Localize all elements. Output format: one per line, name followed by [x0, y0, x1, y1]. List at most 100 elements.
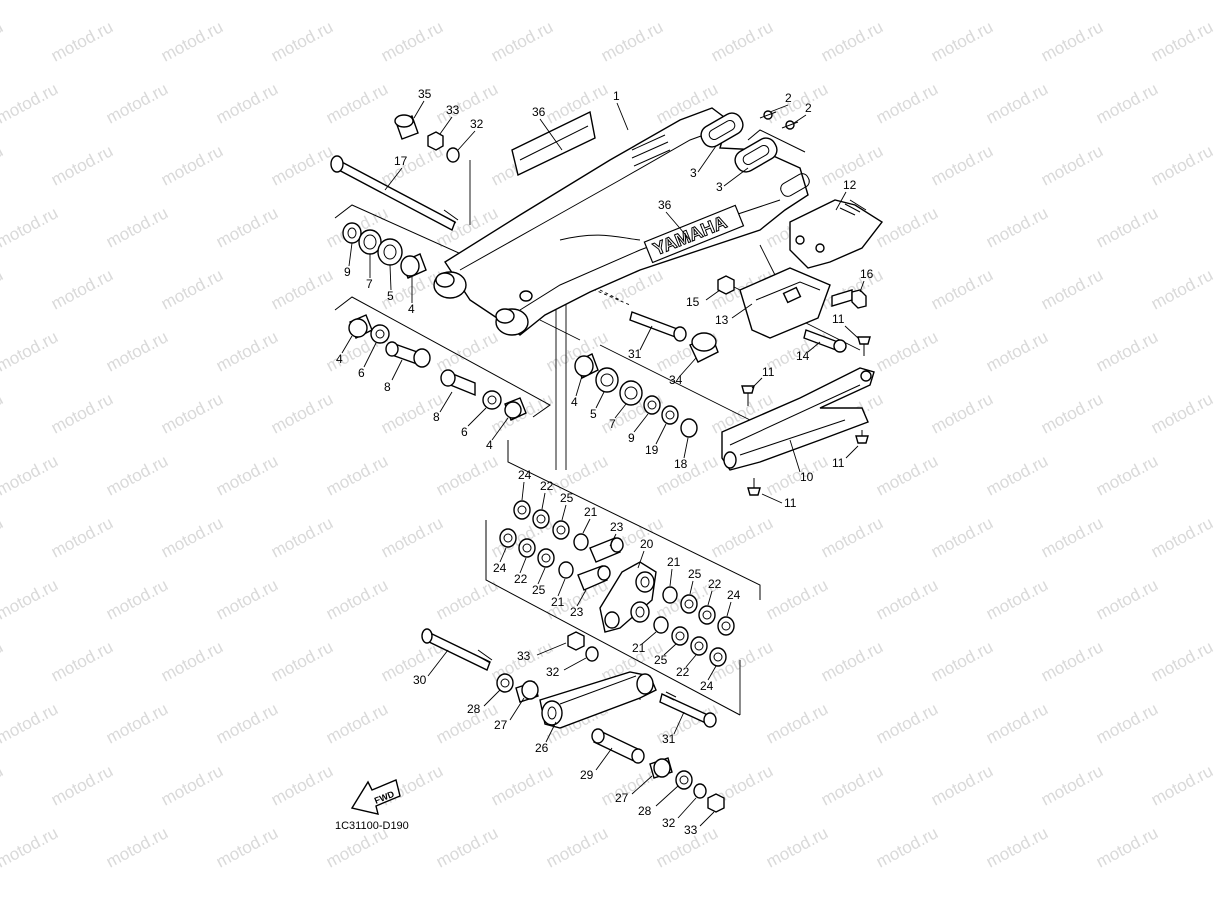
watermark-text: motod.ru	[1148, 265, 1216, 313]
relay-bearing-set-lower	[499, 528, 611, 591]
watermark-text: motod.ru	[158, 637, 226, 685]
watermark-text: motod.ru	[1093, 79, 1161, 127]
callout-8: 8	[384, 380, 391, 394]
bearing-stack-upper-left	[342, 222, 427, 279]
watermark-text: motod.ru	[213, 79, 281, 127]
watermark-text: motod.ru	[543, 823, 611, 871]
callout-31: 31	[662, 732, 676, 746]
chain-guide-bracket	[739, 267, 831, 339]
watermark-text: motod.ru	[158, 389, 226, 437]
relay-arm	[599, 561, 657, 633]
watermark-text: motod.ru	[0, 17, 6, 65]
callout-11: 11	[832, 456, 845, 470]
callout-5: 5	[590, 407, 597, 421]
watermark-text: motod.ru	[103, 79, 171, 127]
bolt-31-lower	[659, 691, 717, 728]
callout-32: 32	[662, 816, 676, 830]
watermark-text: motod.ru	[268, 265, 336, 313]
callout-8: 8	[433, 410, 440, 424]
callout-34: 34	[669, 373, 683, 387]
watermark-text: motod.ru	[983, 79, 1051, 127]
watermark-text: motod.ru	[1148, 637, 1216, 685]
watermark-text: motod.ru	[1148, 513, 1216, 561]
callout-28: 28	[638, 804, 652, 818]
callout-27: 27	[494, 718, 508, 732]
callout-4: 4	[571, 395, 578, 409]
relay-bearing-set-right-upper	[662, 586, 735, 636]
callout-24: 24	[700, 679, 714, 693]
callout-27: 27	[615, 791, 629, 805]
relay-bearing-set-upper	[513, 500, 624, 563]
watermark-text: motod.ru	[1038, 513, 1106, 561]
callout-1: 1	[613, 89, 620, 103]
watermark-text: motod.ru	[158, 761, 226, 809]
callout-24: 24	[518, 468, 532, 482]
callout-29: 29	[580, 768, 594, 782]
watermark-text: motod.ru	[433, 79, 501, 127]
watermark-text: motod.ru	[323, 575, 391, 623]
watermark-text: motod.ru	[213, 0, 281, 4]
callout-9: 9	[344, 265, 351, 279]
nut-washer-lower	[567, 631, 599, 662]
callout-3: 3	[690, 166, 697, 180]
watermark-text: motod.ru	[0, 451, 61, 499]
watermark-text: motod.ru	[818, 513, 886, 561]
swingarm: YAMAHA	[433, 107, 809, 336]
watermark-text: motod.ru	[873, 327, 941, 375]
watermark-text: motod.ru	[268, 141, 336, 189]
bolts-2	[759, 110, 799, 130]
watermark-text: motod.ru	[763, 699, 831, 747]
watermark-text: motod.ru	[48, 141, 116, 189]
callout-26: 26	[535, 741, 549, 755]
watermark-text: motod.ru	[873, 79, 941, 127]
watermark-text: motod.ru	[433, 451, 501, 499]
watermark-text: motod.ru	[1093, 327, 1161, 375]
watermark-text: motod.ru	[48, 17, 116, 65]
fasteners-13-16	[717, 275, 867, 353]
watermark-text: motod.ru	[873, 575, 941, 623]
watermark-text: motod.ru	[1148, 17, 1216, 65]
watermark-text: motod.ru	[48, 637, 116, 685]
callout-9: 9	[628, 431, 635, 445]
watermark-text: motod.ru	[378, 513, 446, 561]
watermark-text: motod.ru	[0, 0, 61, 4]
callout-36: 36	[532, 105, 546, 119]
bolt-31-upper	[629, 311, 687, 342]
callout-2: 2	[785, 91, 792, 105]
watermark-text: motod.ru	[103, 699, 171, 747]
watermark-text: motod.ru	[488, 761, 556, 809]
watermark-text: motod.ru	[0, 141, 6, 189]
callout-19: 19	[645, 443, 659, 457]
watermark-text: motod.ru	[1148, 141, 1216, 189]
watermark-text: motod.ru	[268, 513, 336, 561]
callout-22: 22	[676, 665, 690, 679]
watermark-text: motod.ru	[0, 575, 61, 623]
callout-18: 18	[674, 457, 688, 471]
diagram-code: 1C31100-D190	[335, 820, 409, 832]
callout-13: 13	[715, 313, 729, 327]
callout-23: 23	[610, 520, 624, 534]
callout-25: 25	[560, 491, 574, 505]
watermark-text: motod.ru	[48, 513, 116, 561]
watermark-text: motod.ru	[1093, 0, 1161, 4]
watermark-text: motod.ru	[1093, 575, 1161, 623]
watermark-text: motod.ru	[708, 17, 776, 65]
callout-11: 11	[832, 312, 845, 326]
watermark-text: motod.ru	[873, 0, 941, 4]
chain-slider	[721, 367, 875, 471]
watermark-text: motod.ru	[873, 203, 941, 251]
watermark-text: motod.ru	[103, 575, 171, 623]
watermark-text: motod.ru	[0, 265, 6, 313]
callout-33: 33	[517, 649, 531, 663]
watermark-text: motod.ru	[928, 17, 996, 65]
watermark-text: motod.ru	[433, 0, 501, 4]
callout-10: 10	[800, 470, 814, 484]
watermark-text: motod.ru	[158, 17, 226, 65]
watermark-text: motod.ru	[1038, 17, 1106, 65]
callout-24: 24	[727, 588, 741, 602]
watermark-text: motod.ru	[433, 327, 501, 375]
watermark-text: motod.ru	[983, 699, 1051, 747]
watermark-text: motod.ru	[1038, 265, 1106, 313]
callout-35: 35	[418, 87, 432, 101]
